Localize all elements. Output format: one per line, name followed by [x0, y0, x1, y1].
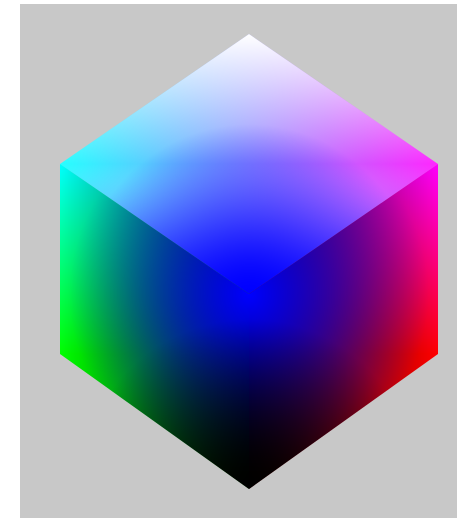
image-canvas: [20, 4, 457, 518]
rgb-cube-illustration: [20, 4, 457, 518]
